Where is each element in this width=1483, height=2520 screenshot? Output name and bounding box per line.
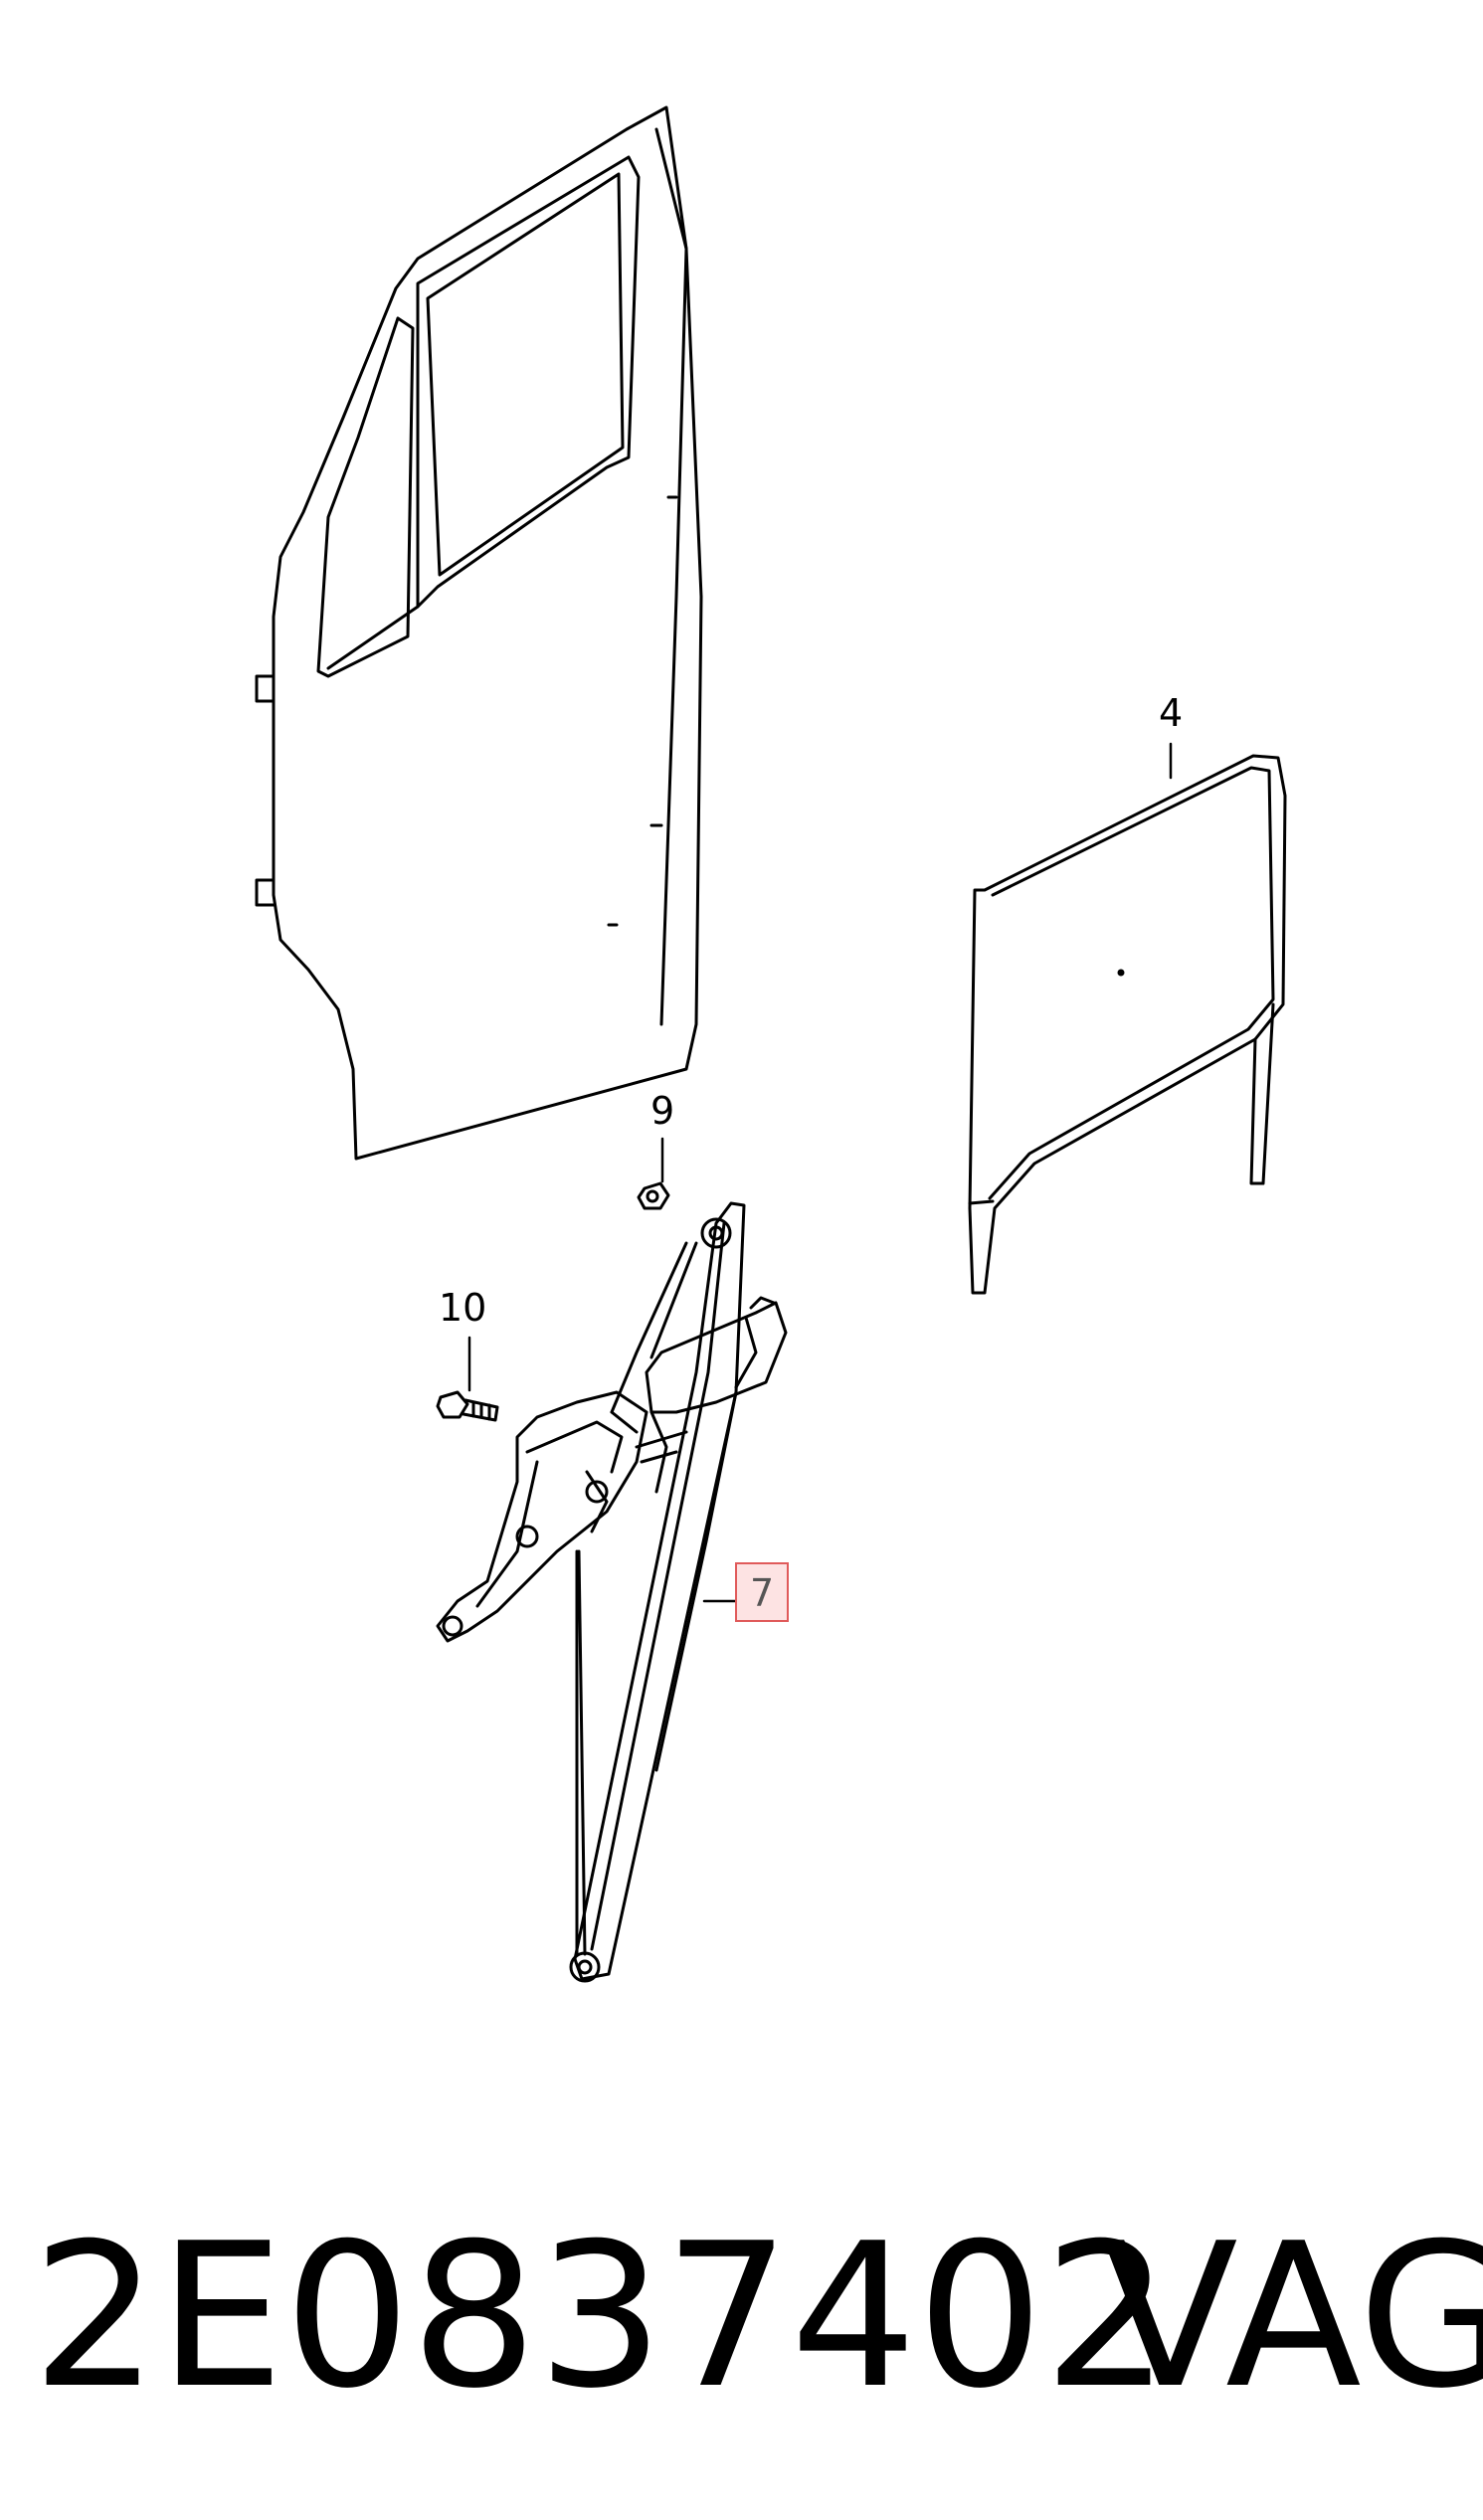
callout-9[interactable]: 9 — [650, 1089, 674, 1133]
window-glass — [968, 754, 1287, 1295]
callout-10[interactable]: 10 — [439, 1286, 486, 1330]
part-number: 2E0837402 — [32, 2201, 1171, 2432]
bolt — [436, 1390, 499, 1422]
callout-7[interactable]: 7 — [750, 1571, 774, 1615]
leader-lines — [467, 742, 1173, 1603]
window-regulator — [436, 1201, 788, 1983]
callout-4[interactable]: 4 — [1159, 691, 1183, 735]
nut — [637, 1181, 670, 1210]
brand-name: VAG — [1102, 2201, 1483, 2432]
callout-7-highlight[interactable] — [735, 1562, 789, 1622]
door-shell — [255, 105, 703, 1161]
footer: 2E0837402 VAG — [0, 2178, 1483, 2456]
